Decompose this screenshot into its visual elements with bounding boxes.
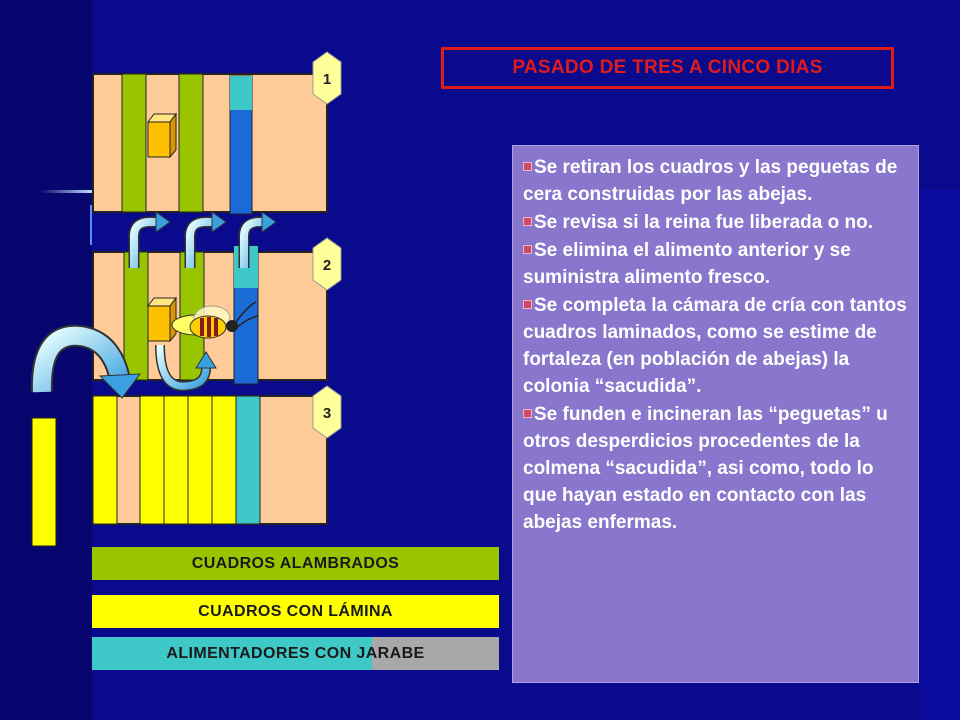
curved-arrows-top <box>128 211 277 268</box>
bullet-item-4: Se completa la cámara de cría con tantos… <box>523 295 907 397</box>
curved-arrow-icon <box>238 211 277 268</box>
hex-label-1: 1 <box>312 51 342 105</box>
bullet-icon <box>523 409 532 418</box>
laminated-frame <box>187 395 213 525</box>
bullet-icon <box>523 217 532 226</box>
wired-frame <box>121 73 147 213</box>
laminated-frame <box>92 395 118 525</box>
curved-arrow-icon <box>128 211 171 268</box>
svg-text:1: 1 <box>323 71 331 88</box>
bullet-item-3: Se elimina el alimento anterior y se sum… <box>523 240 851 288</box>
hex-label-3: 3 <box>312 385 342 439</box>
bee-icon <box>171 301 259 339</box>
bullet-item-5: Se funden e incineran las “peguetas” u o… <box>523 404 888 533</box>
page-title: PASADO DE TRES A CINCO DIAS <box>441 47 894 89</box>
hive-body-3 <box>92 395 328 525</box>
wired-frame <box>178 73 204 213</box>
laminated-frame <box>211 395 237 525</box>
feeder-frame <box>235 395 261 525</box>
laminated-frame <box>163 395 189 525</box>
hex-label-2: 2 <box>312 237 342 291</box>
curved-arrow-icon <box>184 211 227 268</box>
bullet-item-1: Se retiran los cuadros y las peguetas de… <box>523 157 898 205</box>
background-right-strip <box>920 190 960 720</box>
bullet-icon <box>523 245 532 254</box>
feeder-top <box>230 76 252 110</box>
legend-wired-frames: CUADROS ALAMBRADOS <box>92 547 499 580</box>
bullet-icon <box>523 300 532 309</box>
wired-frame <box>123 251 149 381</box>
svg-text:2: 2 <box>323 257 331 274</box>
bullet-icon <box>523 162 532 171</box>
laminated-frame <box>139 395 165 525</box>
legend-laminated-frames: CUADROS CON LÁMINA <box>92 595 499 628</box>
legend-feeders: ALIMENTADORES CON JARABE <box>92 637 499 670</box>
decorative-glow-line <box>40 190 92 193</box>
hive-body-1 <box>92 73 328 215</box>
svg-text:3: 3 <box>323 405 331 422</box>
bullet-item-2: Se revisa si la reina fue liberada o no. <box>523 209 910 236</box>
queen-cage-1 <box>147 112 177 159</box>
u-arrow-icon <box>155 344 217 392</box>
instructions-panel: Se retiran los cuadros y las peguetas de… <box>512 145 919 683</box>
queen-cage-2 <box>147 296 177 343</box>
big-arc-arrow-icon <box>30 324 142 399</box>
decorative-glow-vertical <box>90 205 92 245</box>
loose-laminated-frame <box>31 417 57 547</box>
